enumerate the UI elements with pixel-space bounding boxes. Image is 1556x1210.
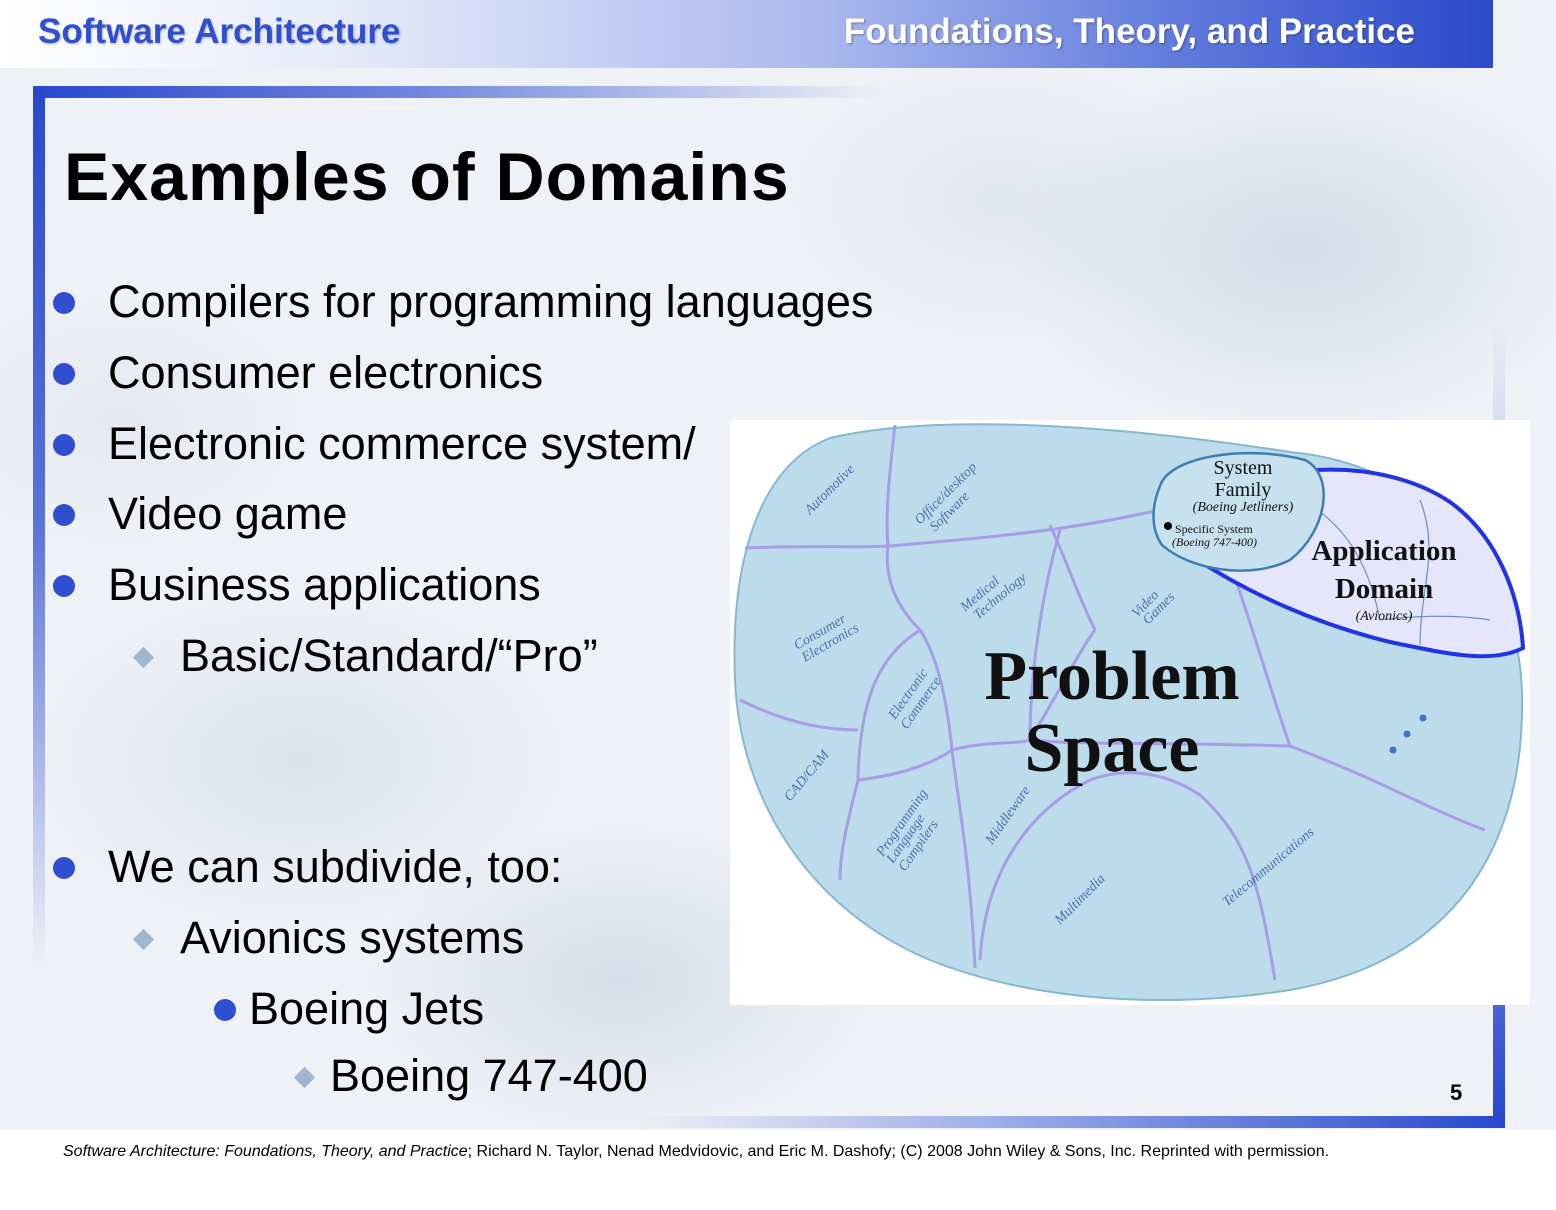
bullet-dot: [53, 575, 75, 597]
system-family-label-2: Family: [1215, 479, 1272, 501]
bullet-dot: [53, 504, 75, 526]
frame-bottom-bar: [640, 1116, 1505, 1128]
application-domain-subregions: [1309, 499, 1491, 646]
application-domain-label-2: Domain: [1335, 573, 1433, 605]
region-lines: [739, 424, 1486, 981]
system-family-sub: (Boeing Jetliners): [1193, 500, 1294, 515]
frame-left-bar: [33, 86, 45, 966]
header-bar: Software Architecture Foundations, Theor…: [0, 0, 1493, 68]
ellipsis-dot: [1419, 714, 1427, 722]
bullet-dot: [53, 857, 75, 879]
header-right-title: Foundations, Theory, and Practice: [843, 12, 1415, 51]
system-family-label-1: System: [1214, 457, 1273, 479]
problem-space-label-1: Problem: [984, 638, 1239, 715]
footer-credits: ; Richard N. Taylor, Nenad Medvidovic, a…: [467, 1143, 1330, 1160]
sub-sub-sub-bullet-item: Boeing 747-400: [330, 1050, 648, 1101]
bullet-item: We can subdivide, too:: [108, 841, 563, 892]
bullet-item: Electronic commerce system/: [108, 418, 696, 469]
specific-system-label: Specific System: [1175, 522, 1253, 536]
application-domain-label-1: Application: [1311, 535, 1456, 567]
application-domain-sub: (Avionics): [1356, 609, 1413, 624]
bullet-item: Business applications: [108, 559, 541, 610]
page-number: 5: [1450, 1080, 1463, 1105]
bullet-item: Video game: [108, 488, 348, 539]
specific-system-sub: (Boeing 747-400): [1172, 535, 1257, 549]
footer-citation: Software Architecture: Foundations, Theo…: [63, 1143, 1329, 1161]
problem-space-svg: Automotive Office/desktop Software Consu…: [733, 423, 1526, 1001]
bullet-dot: [53, 434, 75, 456]
sub-bullet-item: Basic/Standard/“Pro”: [180, 630, 598, 681]
problem-space-diagram: Automotive Office/desktop Software Consu…: [730, 420, 1530, 1005]
ellipsis-dot: [1389, 746, 1397, 754]
header-left-title: Software Architecture: [38, 12, 401, 51]
slide-title: Examples of Domains: [64, 139, 790, 215]
problem-space-label-2: Space: [1025, 710, 1200, 787]
system-family-region: [1152, 451, 1325, 572]
bullet-dot: [214, 999, 236, 1021]
ellipsis-dot: [1403, 730, 1411, 738]
footer-bar: [0, 1130, 1556, 1210]
sub-sub-bullet-item: Boeing Jets: [249, 983, 485, 1034]
footer-book-title: Software Architecture: Foundations, Theo…: [63, 1143, 468, 1160]
bullet-item: Compilers for programming languages: [108, 276, 874, 327]
bullet-item: Consumer electronics: [108, 347, 544, 398]
bullet-dot: [53, 292, 75, 314]
bullet-dot: [53, 363, 75, 385]
specific-system-dot: [1164, 522, 1172, 530]
sub-bullet-item: Avionics systems: [180, 912, 525, 963]
frame-top-bar: [33, 86, 883, 98]
